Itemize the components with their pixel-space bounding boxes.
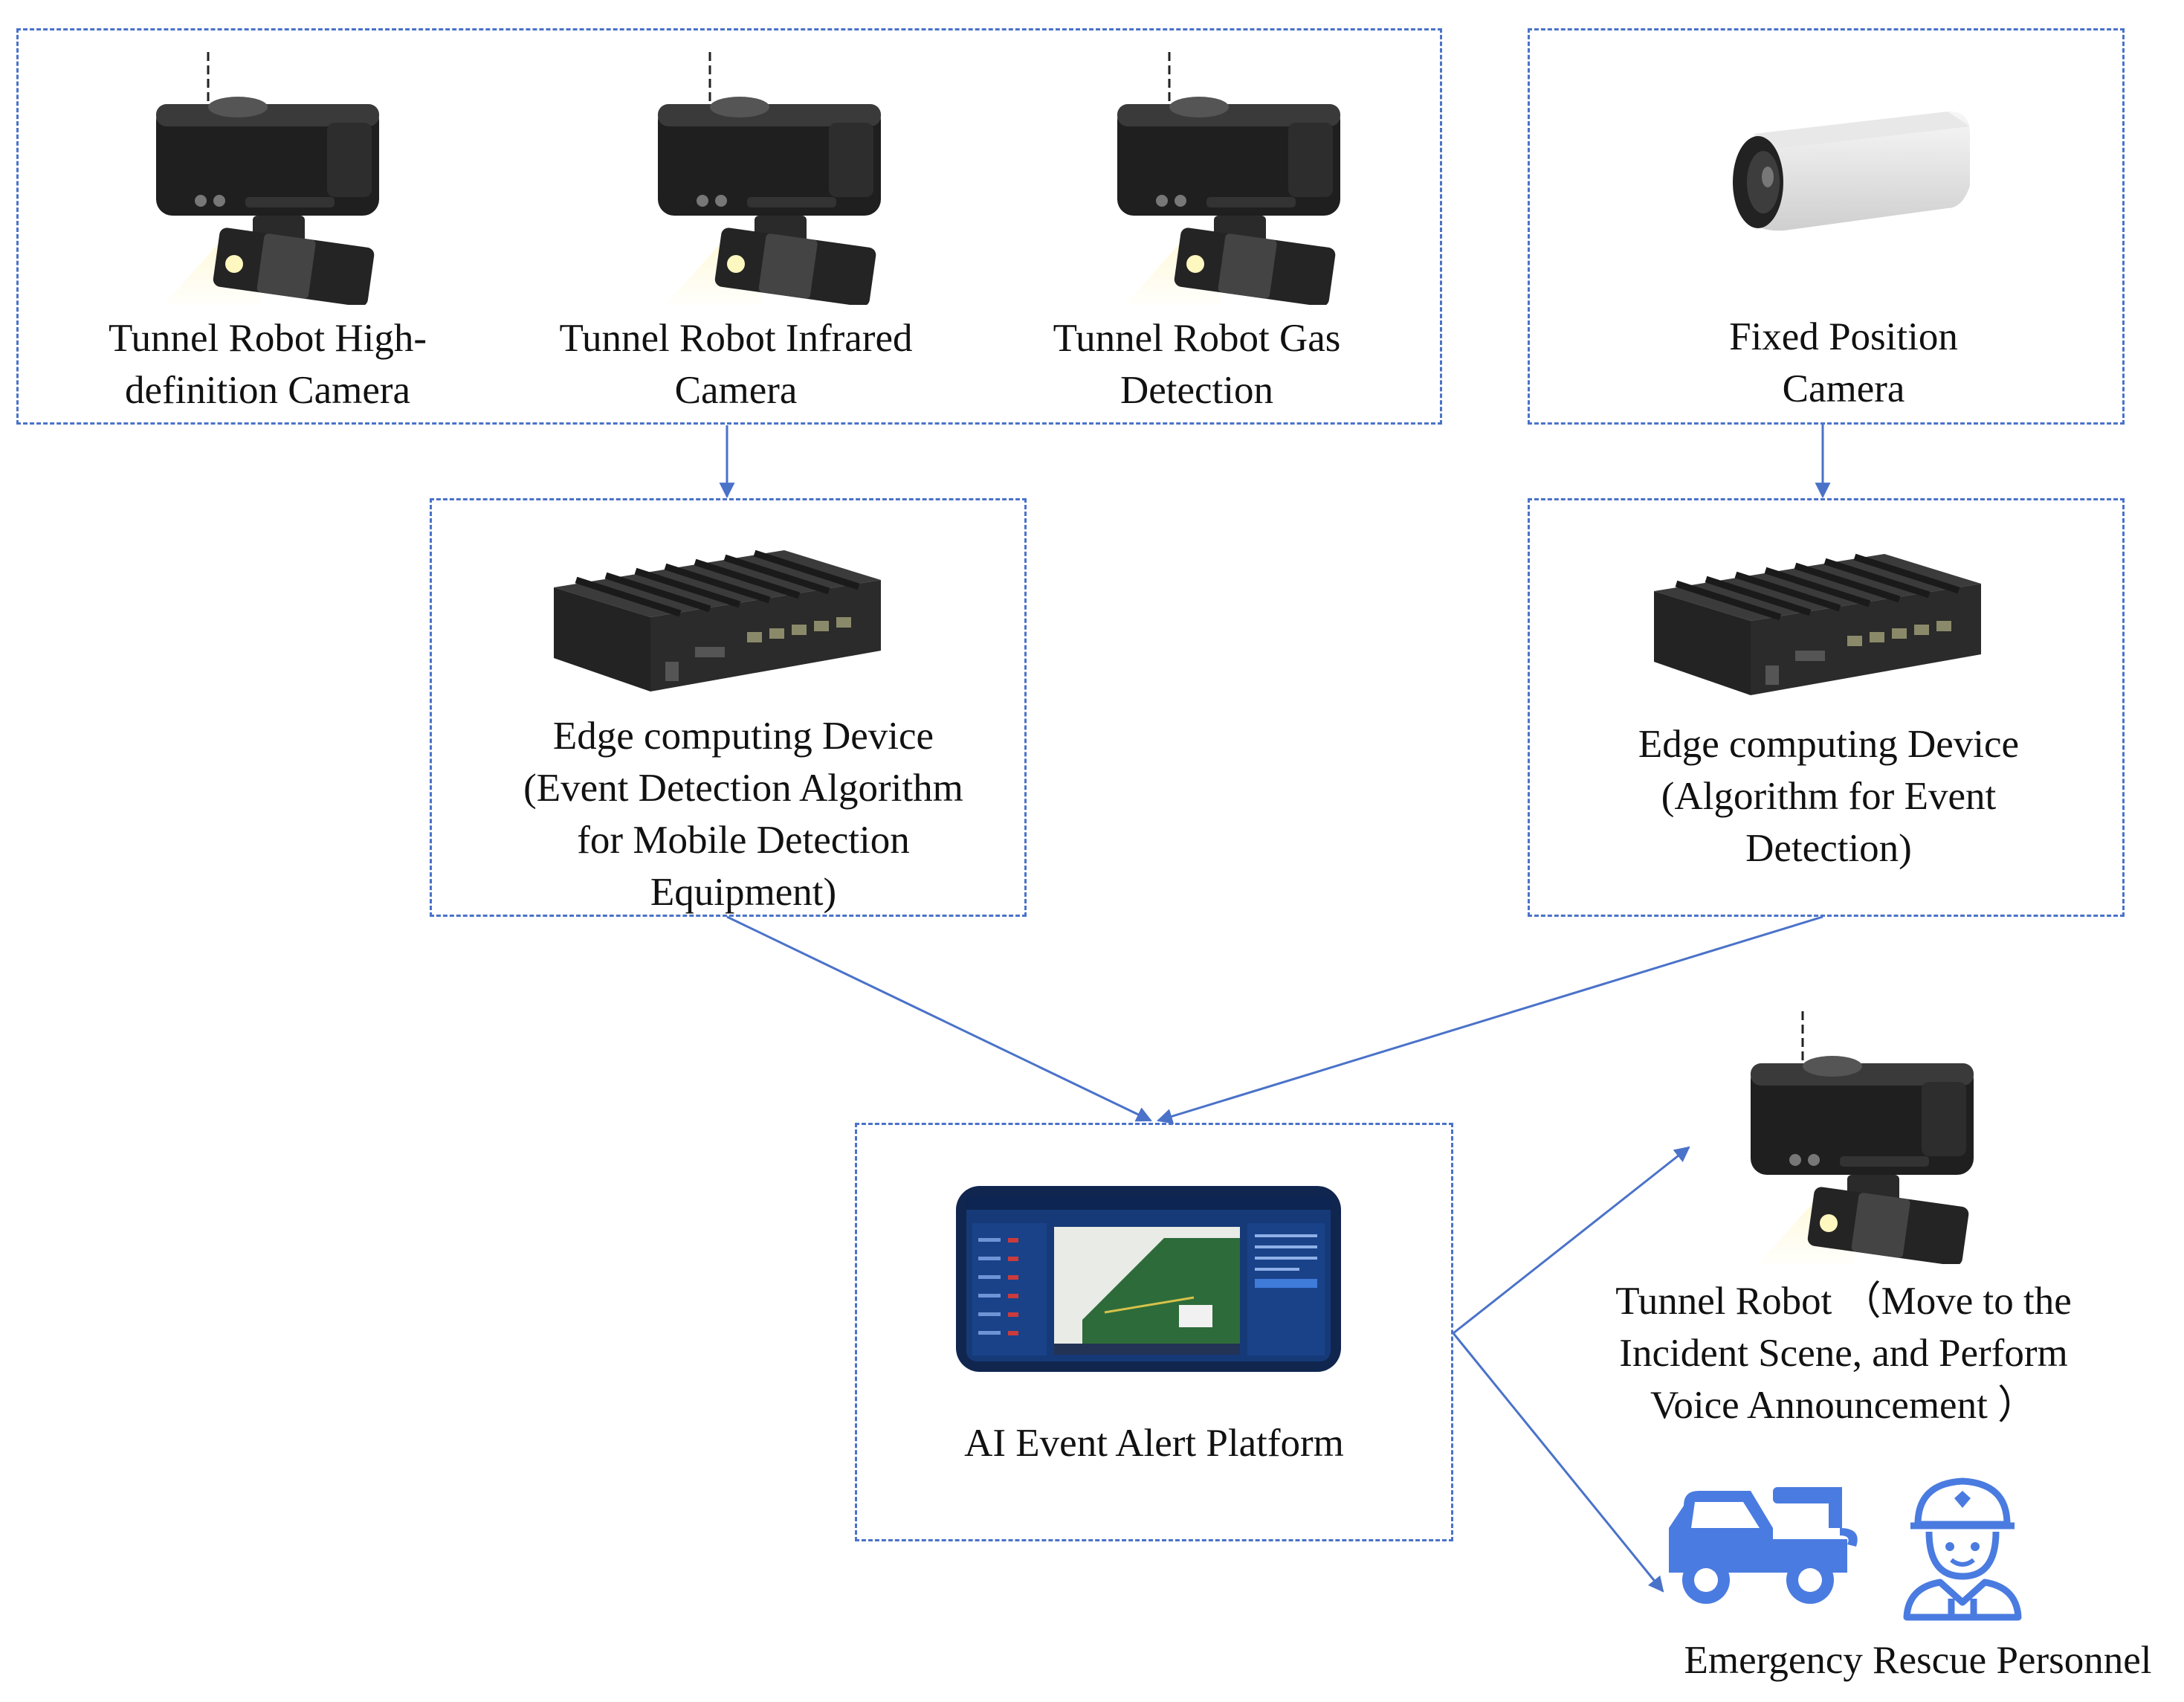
edge-device-fixed-box (1528, 498, 2125, 917)
ai-platform-screen-image (956, 1186, 1341, 1372)
rescue-personnel-label: Emergency Rescue Personnel (1684, 1639, 2152, 1682)
fixed-camera-box (1528, 28, 2125, 425)
responder-robot-image (1743, 1011, 1981, 1264)
robot-ir-camera-label: Tunnel Robot Infrared Camera (559, 317, 913, 412)
rescue-truck-icon (1669, 1487, 1858, 1604)
fixed-camera-label: Fixed Position Camera (1729, 315, 1958, 410)
ai-platform-label: AI Event Alert Platform (964, 1422, 1344, 1465)
robot-ir-camera-image (650, 52, 888, 305)
robot-hd-camera-image (149, 52, 387, 305)
ai-platform-box (855, 1123, 1453, 1541)
edge-device-mobile-image (554, 520, 881, 692)
robot-hd-camera-label: Tunnel Robot High- definition Camera (109, 317, 427, 412)
arrow-edge-fixed-to-platform (1156, 915, 1823, 1124)
responder-robot-label: Tunnel Robot （Move to the Incident Scene… (1615, 1280, 2072, 1427)
edge-device-mobile-label: Edge computing Device (Event Detection A… (523, 715, 963, 914)
edge-device-fixed-label: Edge computing Device (Algorithm for Eve… (1638, 723, 2020, 870)
rescue-personnel-icon (1903, 1477, 2022, 1621)
fixed-camera-image (1725, 104, 1977, 253)
edge-device-mobile-box (430, 498, 1027, 917)
sensor-group-box (16, 28, 1442, 425)
arrow-edge-mobile-to-platform (726, 915, 1152, 1122)
arrow-platform-to-robot (1453, 1146, 1690, 1335)
robot-gas-detection-label: Tunnel Robot Gas Detection (1053, 317, 1341, 412)
edge-device-fixed-image (1654, 524, 1981, 695)
arrow-platform-to-rescue (1452, 1332, 1664, 1593)
robot-gas-detection-image (1110, 52, 1348, 305)
